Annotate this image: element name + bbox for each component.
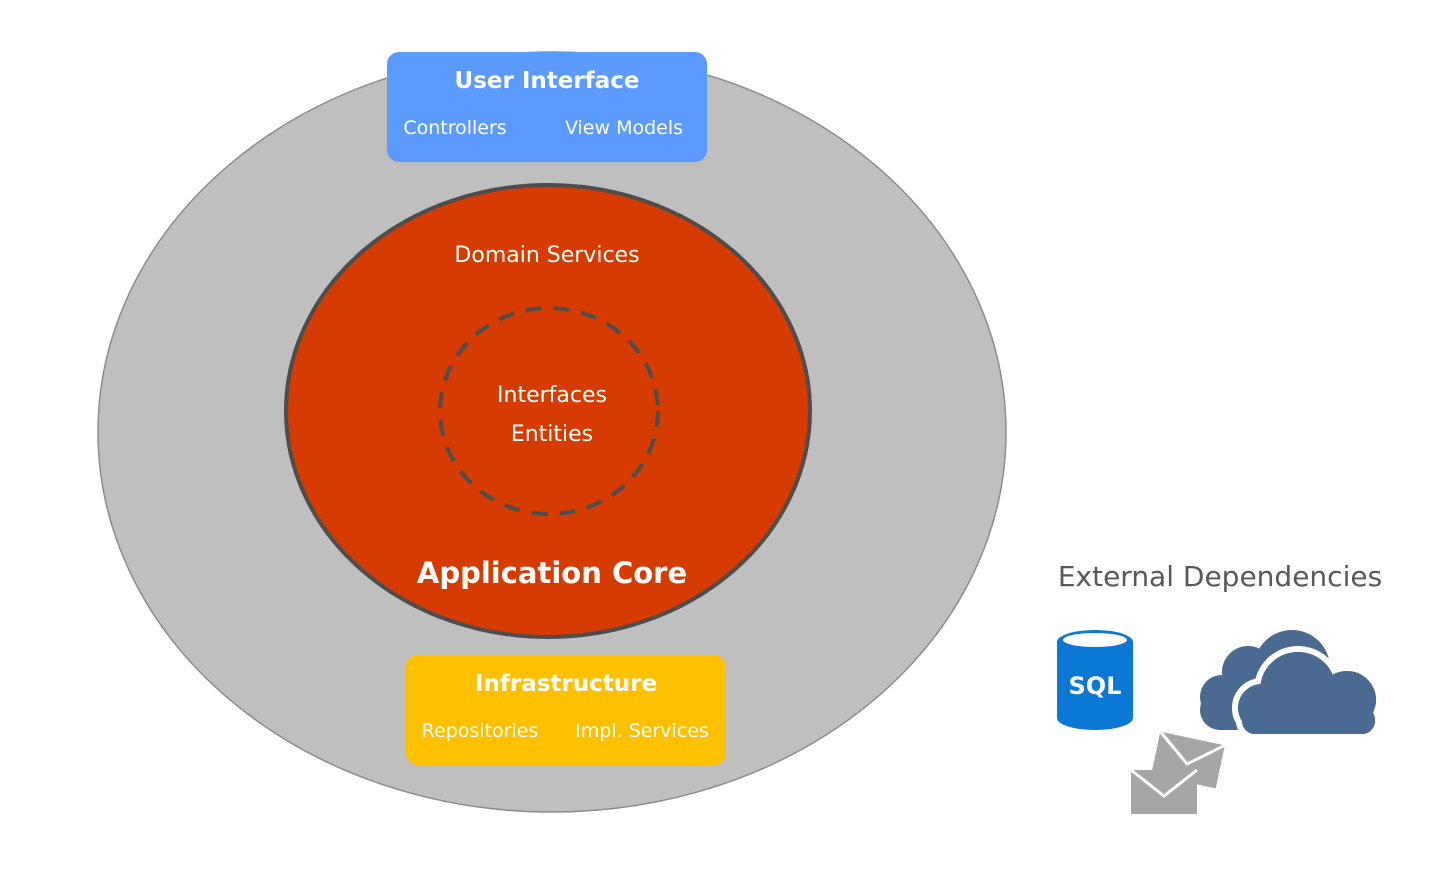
cloud-icon [1200,630,1382,740]
application-core: Domain Services Interfaces Entities Appl… [284,183,812,639]
mail-icon [1130,730,1226,814]
external-dependencies-label: External Dependencies [1058,560,1382,593]
sql-label: SQL [1069,672,1122,700]
controllers-label: Controllers [403,117,506,139]
impl-services-label: Impl. Services [575,720,709,742]
domain-services-label: Domain Services [454,243,639,268]
application-core-title: Application Core [417,556,687,590]
infrastructure-box: Infrastructure Repositories Impl. Servic… [406,655,726,765]
repositories-label: Repositories [422,720,539,742]
infrastructure-title: Infrastructure [475,671,657,697]
entities-label: Entities [511,422,593,447]
view-models-label: View Models [565,117,683,139]
database-icon: SQL [1057,630,1133,730]
user-interface-box: User Interface Controllers View Models [387,52,707,162]
interfaces-label: Interfaces [497,383,607,408]
application-core-ellipse [284,183,812,639]
user-interface-title: User Interface [455,68,640,94]
domain-model-dashed-circle [438,306,660,516]
